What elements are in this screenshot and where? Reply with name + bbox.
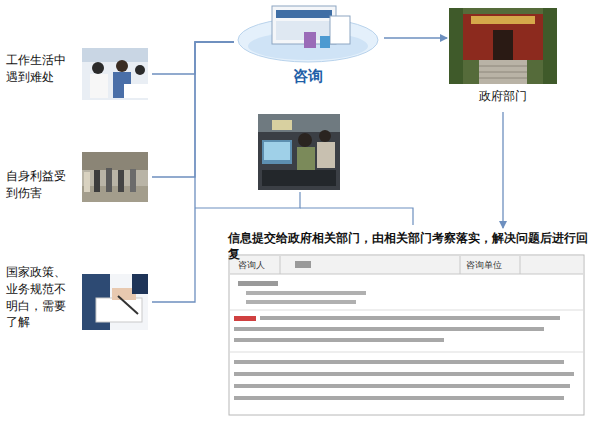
node-label: 国家政策、业务规范不明白，需要了解 [6,264,72,331]
node-label: 咨询 [232,66,384,87]
photo-node: 自身利益受到伤害 [2,148,150,208]
photo-node: 咨询 [232,0,384,92]
screenshot [229,255,584,415]
office-photo [82,48,148,100]
table-cell: 咨询单位 [466,259,502,272]
node-label: 政府部门 [447,88,559,105]
people-photo [258,114,340,190]
connector [502,112,503,228]
node-label: 信息提交给政府相关部门，由相关部门考察落实，解决问题后进行回复 [228,230,592,262]
node-label: 工作生活中遇到难处 [6,52,72,86]
photo-node: 工作生活中遇到难处 [2,40,150,104]
photo-node: 国家政策、业务规范不明白，需要了解 [2,262,150,342]
government-photo [449,8,557,84]
node-label: 自身利益受到伤害 [6,168,72,202]
photo-node: 政府部门 [447,8,559,110]
outdoor-photo [82,152,148,202]
connector [384,37,447,38]
signing-photo [82,274,148,330]
document-node: 信息提交给政府相关部门，由相关部门考察落实，解决问题后进行回复 [226,228,592,418]
leader-line [195,192,300,208]
cloud-icon [234,2,382,66]
table-cell: 咨询人 [238,259,265,272]
connector [152,42,234,177]
connector [152,42,234,302]
leader-line [300,208,413,225]
connector [152,42,234,74]
